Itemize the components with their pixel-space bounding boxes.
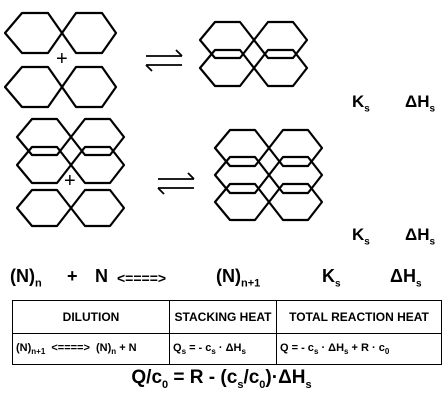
general-equation-constant: Ks bbox=[322, 266, 341, 290]
stacking-constant-label-1: Ks bbox=[352, 92, 370, 115]
general-equation-enthalpy: ΔHs bbox=[390, 266, 422, 290]
table-header-row: DILUTION STACKING HEAT TOTAL REACTION HE… bbox=[12, 300, 442, 334]
general-equation-monomer: N bbox=[95, 266, 108, 286]
dimer-structure-reactant bbox=[15, 117, 126, 185]
trimer-structure bbox=[213, 128, 324, 222]
general-equation-plus: + bbox=[67, 266, 78, 286]
stacking-enthalpy-label-1: ΔHs bbox=[405, 92, 436, 115]
equilibrium-arrow-2 bbox=[157, 172, 195, 195]
stacking-heat-cell: Qs = - cs · ΔHs bbox=[169, 333, 277, 365]
reaction-scheme-diagram bbox=[3, 11, 324, 228]
plus-sign-1: + bbox=[56, 48, 68, 70]
monomer-structure-top bbox=[3, 11, 118, 55]
general-equation-arrow: <====> bbox=[117, 270, 167, 286]
dimer-structure bbox=[198, 20, 309, 88]
header-dilution: DILUTION bbox=[12, 300, 170, 334]
monomer-structure-reactant bbox=[15, 188, 126, 228]
equilibrium-arrow-1 bbox=[145, 49, 183, 72]
header-stacking-heat: STACKING HEAT bbox=[169, 300, 277, 334]
monomer-structure-bottom bbox=[3, 65, 118, 109]
table-row: (N)n+1 <====> (N)n + N Qs = - cs · ΔHs Q… bbox=[12, 333, 442, 365]
stacking-enthalpy-label-2: ΔHs bbox=[405, 225, 436, 248]
dilution-cell: (N)n+1 <====> (N)n + N bbox=[12, 333, 170, 365]
general-equation-rhs: (N)n+1 bbox=[216, 266, 261, 290]
header-total-reaction-heat: TOTAL REACTION HEAT bbox=[276, 300, 442, 334]
general-equation-lhs: (N)n bbox=[10, 266, 42, 290]
final-equation: Q/c0 = R - (cs/c0)·ΔHs bbox=[131, 367, 312, 391]
total-reaction-heat-cell: Q = - cs · ΔHs + R · c0 bbox=[276, 333, 442, 365]
plus-sign-2: + bbox=[64, 170, 76, 192]
heat-table: DILUTION STACKING HEAT TOTAL REACTION HE… bbox=[12, 300, 442, 365]
stacking-constant-label-2: Ks bbox=[352, 225, 370, 248]
